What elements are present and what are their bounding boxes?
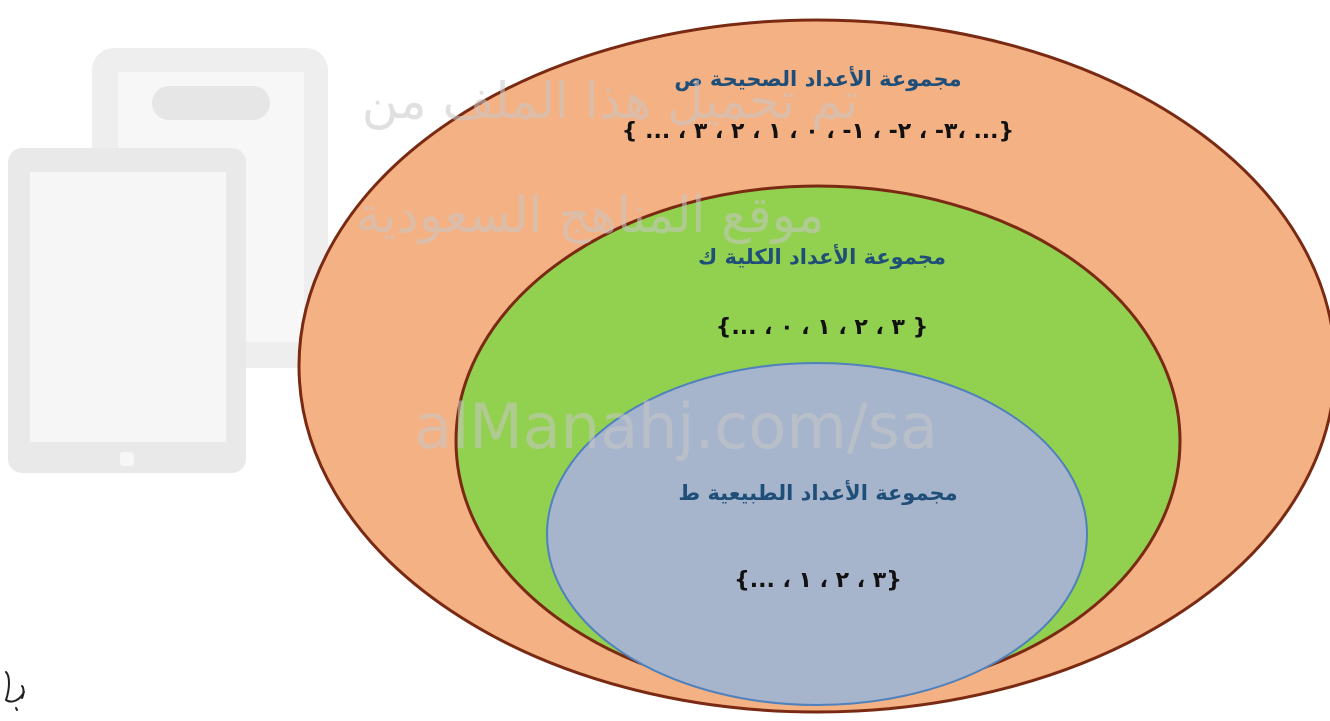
calligraphy-mark-icon — [5, 671, 25, 711]
natural-numbers-set-ellipse — [546, 362, 1088, 706]
natural-numbers-set-title: مجموعة الأعداد الطبيعية ط — [678, 479, 957, 505]
tablet-watermark-icon — [8, 48, 328, 473]
watermark-url: alManahj.com/sa — [414, 390, 938, 463]
whole-numbers-set-elements: {... ، ٣ ، ٢ ، ١ ، ٠ } — [716, 315, 929, 340]
back-tablet-speaker — [152, 86, 270, 120]
integers-set-title: مجموعة الأعداد الصحيحة ص — [674, 65, 961, 91]
whole-numbers-set-title: مجموعة الأعداد الكلية ك — [698, 243, 946, 269]
watermark-line-2: موقع المناهج السعودية — [356, 186, 825, 245]
integers-set-elements: { ... ، ٣- ، ٢- ، ١- ، ٠ ، ١ ، ٢ ، ٣، ..… — [622, 119, 1014, 144]
natural-numbers-set-elements: {... ، ٣ ، ٢ ، ١} — [734, 568, 902, 593]
front-tablet-button — [120, 452, 134, 466]
watermark-line-1: تم تحميل هذا الملف من — [362, 72, 859, 130]
front-tablet-screen — [30, 172, 226, 442]
